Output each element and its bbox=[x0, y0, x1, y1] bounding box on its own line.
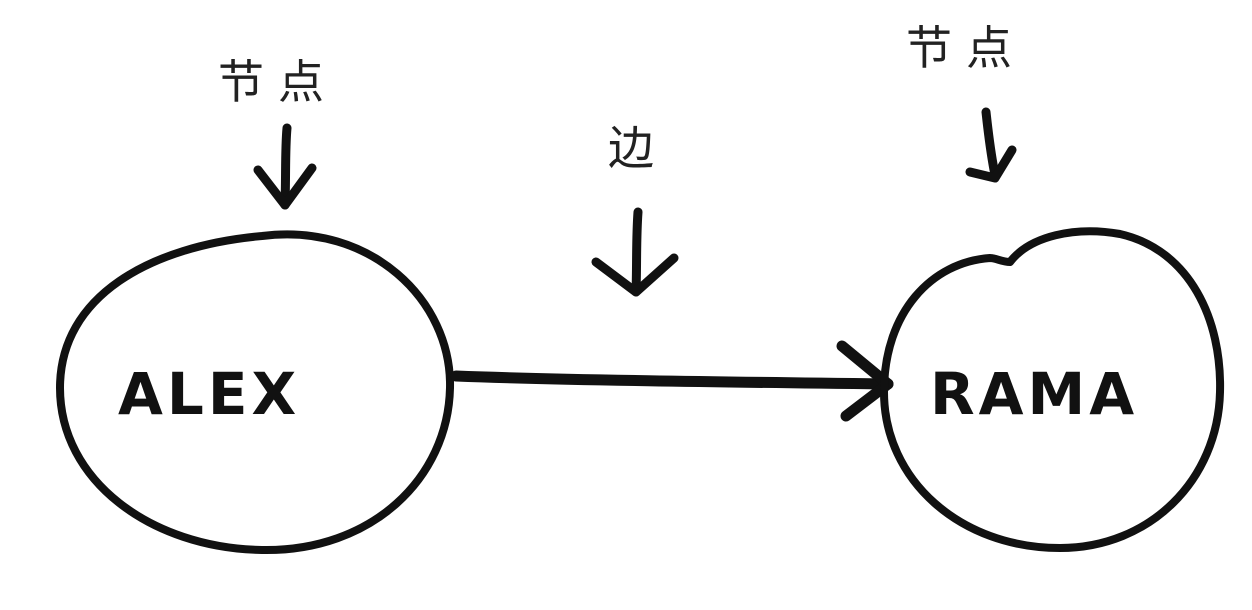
rama-node-annotation-text: 节点 bbox=[906, 21, 1026, 75]
alex-node-pointer-arrow bbox=[253, 123, 317, 210]
alex-node-label: ALEX bbox=[118, 360, 300, 428]
edge-annotation-text: 边 bbox=[608, 121, 668, 175]
edge-alex-to-rama bbox=[450, 340, 894, 422]
edge-line bbox=[450, 370, 894, 390]
rama-node: RAMA bbox=[880, 227, 1225, 552]
rama-node-label: RAMA bbox=[930, 360, 1138, 428]
edge-annotation: 边 bbox=[591, 121, 679, 297]
rama-node-annotation: 节点 bbox=[906, 21, 1026, 183]
alex-node-annotation-text: 节点 bbox=[218, 55, 338, 109]
edge-pointer-arrow bbox=[591, 207, 679, 297]
alex-node-annotation: 节点 bbox=[218, 55, 338, 210]
rama-node-circle bbox=[880, 227, 1225, 552]
alex-node-circle bbox=[56, 230, 455, 555]
rama-node-pointer-arrow bbox=[965, 107, 1017, 183]
alex-node: ALEX bbox=[56, 230, 455, 555]
